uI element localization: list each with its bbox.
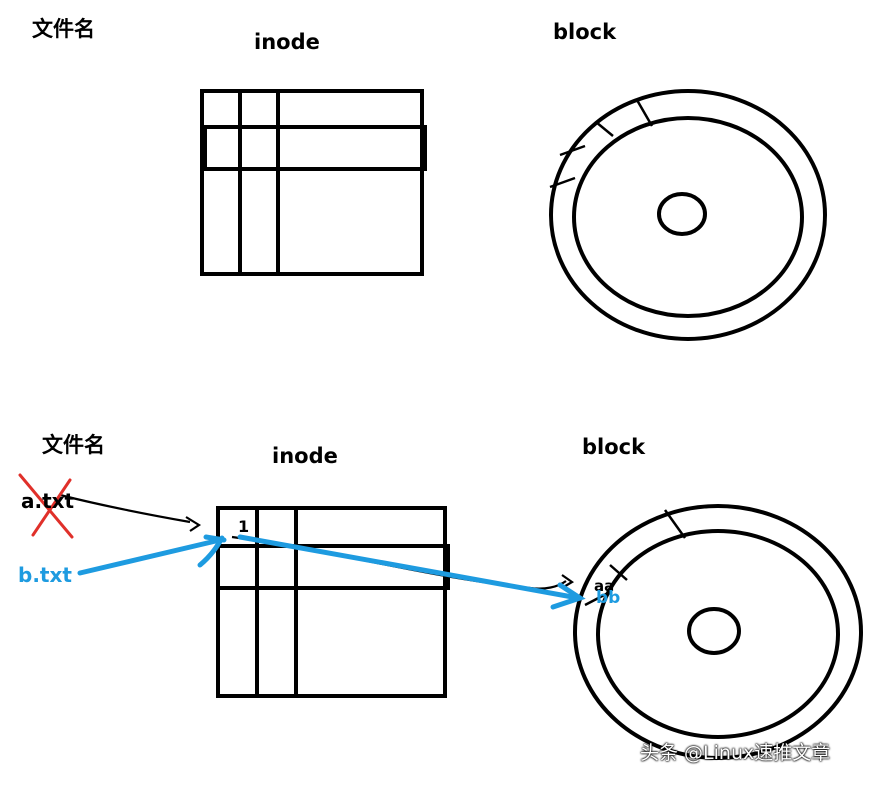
inode-number-cell: 1 [238, 517, 250, 536]
old-block-content: aa [594, 577, 615, 595]
top-inode-table [200, 89, 427, 276]
top-filename-label: 文件名 [32, 17, 95, 41]
delete-cross [18, 473, 74, 539]
top-block-label: block [553, 20, 617, 44]
new-filename-btxt: b.txt [18, 563, 72, 587]
top-block-disk [549, 89, 827, 341]
new-link-arrows [77, 534, 586, 610]
bottom-block-label: block [582, 435, 646, 459]
bottom-inode-label: inode [272, 444, 338, 468]
bottom-inode-table [216, 506, 450, 698]
new-block-content: bb [596, 588, 621, 608]
bottom-block-disk [573, 504, 863, 760]
bottom-filename-label: 文件名 [42, 433, 105, 457]
top-inode-label: inode [254, 30, 320, 54]
old-filename-atxt: a.txt [21, 489, 75, 513]
watermark: 头条 @Linux速推文章 [640, 742, 831, 764]
